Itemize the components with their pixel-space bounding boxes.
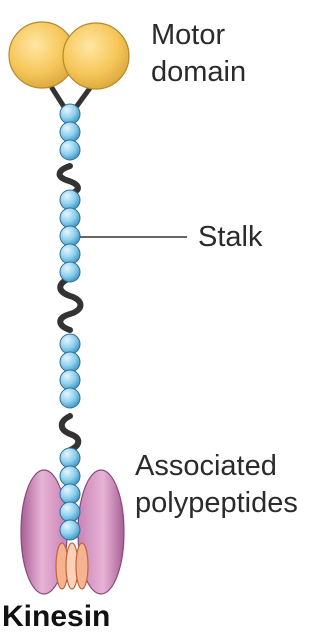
stalk-bead <box>60 502 80 522</box>
stalk-bead <box>60 140 80 160</box>
associated-polypeptides-label-line2: polypeptides <box>135 486 298 520</box>
stalk-bead <box>60 122 80 142</box>
motor-domain-heads <box>9 22 129 89</box>
hinge-coil-lower <box>62 416 79 450</box>
stalk-bead <box>60 104 80 124</box>
stalk-bead <box>60 484 80 504</box>
associated-polypeptides-label-line1: Associated <box>135 449 277 483</box>
stalk-bead <box>60 190 80 210</box>
stalk-bead <box>60 466 80 486</box>
stalk-bead <box>60 388 80 408</box>
diagram-title: Kinesin <box>2 600 110 634</box>
stalk-bead <box>60 244 80 264</box>
stalk-bead <box>60 334 80 354</box>
motor-domain-head-right <box>63 23 129 89</box>
stalk-bead <box>60 226 80 246</box>
stalk-bead <box>60 370 80 390</box>
stalk-bead <box>60 208 80 228</box>
stalk-label: Stalk <box>198 220 262 254</box>
light-chain-ring <box>76 543 88 589</box>
stalk-bead <box>60 262 80 282</box>
stalk-bead <box>60 352 80 372</box>
stalk-bead <box>60 520 80 540</box>
motor-domain-label-line2: domain <box>151 55 246 89</box>
hinge-coil-middle <box>60 278 80 330</box>
light-chain-rings <box>56 543 88 589</box>
motor-domain-label-line1: Motor <box>151 18 225 52</box>
stalk-bead <box>60 448 80 468</box>
